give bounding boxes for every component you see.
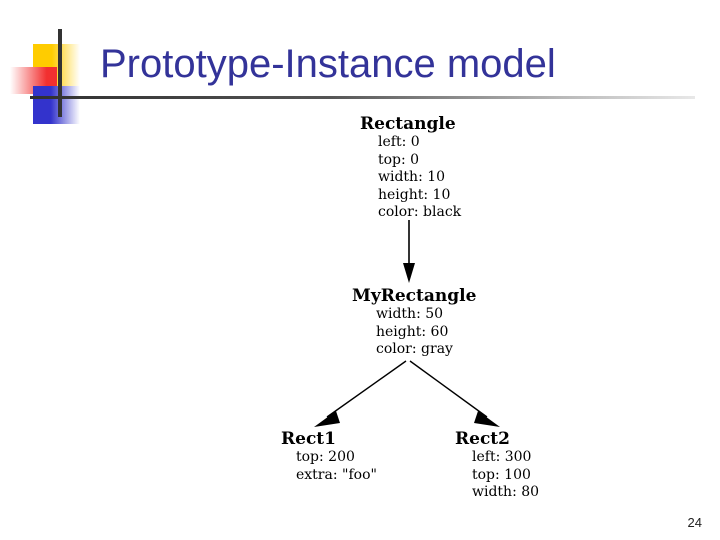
diagram-node-rect2: Rect2 left: 300 top: 100 width: 80 xyxy=(455,430,539,502)
diagram-connectors xyxy=(314,220,500,427)
node-property: left: 0 xyxy=(378,134,420,150)
node-property: left: 300 xyxy=(472,449,532,465)
diagram-node-myrectangle: MyRectangle width: 50 height: 60 color: … xyxy=(352,287,476,359)
node-property: top: 100 xyxy=(472,466,531,483)
node-property: top: 0 xyxy=(378,151,420,168)
node-properties: top: 200 extra: "foo" xyxy=(296,449,377,484)
page-number: 24 xyxy=(687,515,702,530)
edge-myrectangle-to-rect1 xyxy=(314,360,407,427)
node-property: width: 80 xyxy=(472,484,540,500)
node-title: Rect1 xyxy=(281,429,336,449)
node-property: height: 60 xyxy=(376,323,449,340)
node-property: color: black xyxy=(378,204,462,220)
node-property: top: 200 xyxy=(296,449,355,465)
node-title: Rectangle xyxy=(360,114,456,134)
node-property: extra: "foo" xyxy=(296,466,377,483)
node-property: height: 10 xyxy=(378,186,451,203)
slide-header: Prototype-Instance model xyxy=(0,0,720,124)
edge-rectangle-to-myrectangle xyxy=(403,220,415,283)
page-title: Prototype-Instance model xyxy=(100,42,556,86)
blue-square-icon xyxy=(33,86,80,124)
node-properties: left: 300 top: 100 width: 80 xyxy=(472,449,539,502)
vertical-rule xyxy=(58,29,62,117)
decorative-logo-mark xyxy=(0,0,130,124)
title-underline-rule xyxy=(30,96,695,99)
node-property: width: 10 xyxy=(378,169,446,185)
node-property: width: 50 xyxy=(376,306,444,322)
prototype-instance-diagram: Rectangle left: 0 top: 0 width: 10 heigh… xyxy=(0,105,720,505)
edge-myrectangle-to-rect2 xyxy=(409,360,500,427)
diagram-node-rect1: Rect1 top: 200 extra: "foo" xyxy=(281,430,377,484)
node-property: color: gray xyxy=(376,341,453,357)
diagram-node-rectangle: Rectangle left: 0 top: 0 width: 10 heigh… xyxy=(360,115,461,222)
node-title: Rect2 xyxy=(455,429,510,449)
node-properties: left: 0 top: 0 width: 10 height: 10 colo… xyxy=(378,134,461,222)
node-title: MyRectangle xyxy=(352,286,477,306)
node-properties: width: 50 height: 60 color: gray xyxy=(376,306,476,359)
